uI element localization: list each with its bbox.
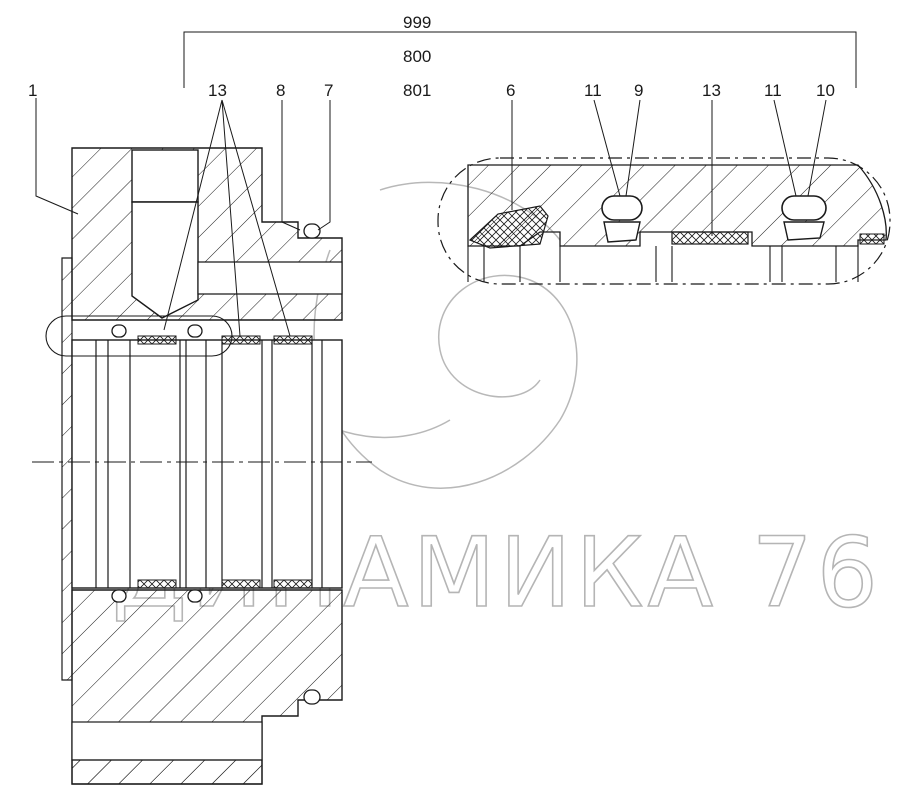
ring-13: [671, 231, 749, 245]
label-detail-13: 13: [702, 81, 721, 100]
seal-rings-top: [137, 335, 313, 345]
o-rings: [111, 223, 321, 705]
leader-lines: [35, 31, 857, 337]
label-detail-11-left: 11: [584, 81, 602, 100]
label-detail-10: 10: [816, 81, 835, 100]
detail-view: [437, 157, 891, 285]
label-part-13: 13: [208, 81, 227, 100]
label-detail-9: 9: [634, 81, 643, 100]
label-part-7: 7: [324, 81, 333, 100]
label-detail-11-right: 11: [764, 81, 782, 100]
label-assembly-800: 800: [403, 47, 431, 66]
ring-10: [781, 195, 827, 221]
seal-rings-bottom: [137, 579, 313, 589]
callout-labels: 1 13 8 7 999 800 801 6 11 9 13 11 10: [28, 13, 835, 100]
label-assembly-801: 801: [403, 81, 431, 100]
label-assembly-999: 999: [403, 13, 431, 32]
label-part-1: 1: [28, 81, 37, 100]
bolt-hole: [131, 149, 199, 203]
housing-body: [61, 147, 343, 785]
detail-marker-loop: [45, 315, 233, 357]
seal-6: [468, 205, 549, 249]
ring-lands: [95, 340, 323, 588]
ring-9: [601, 195, 643, 221]
label-part-8: 8: [276, 81, 285, 100]
label-detail-6: 6: [506, 81, 515, 100]
